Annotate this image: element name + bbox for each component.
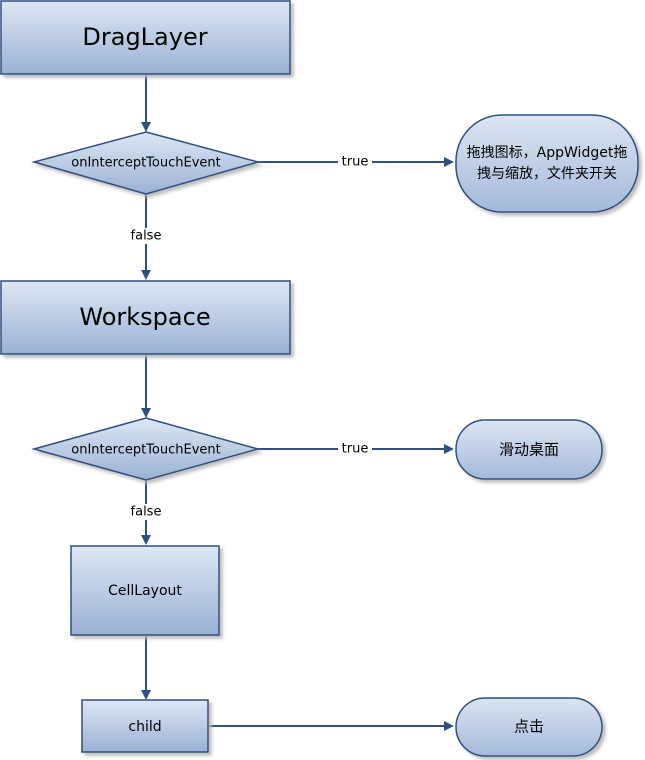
node-decision-2-label: onInterceptTouchEvent	[71, 443, 220, 458]
node-result-2: 滑动桌面	[455, 419, 603, 480]
node-result-3-label: 点击	[514, 718, 544, 736]
node-workspace: Workspace	[0, 280, 291, 355]
node-celllayout: CellLayout	[70, 545, 220, 636]
edge-label-false-2: false	[131, 505, 162, 520]
node-decision-1: onInterceptTouchEvent	[31, 131, 261, 195]
edge-label-true-2: true	[342, 442, 369, 457]
node-workspace-label: Workspace	[79, 303, 210, 331]
node-result-1-line-2: 拽与缩放，文件夹开关	[477, 166, 617, 182]
node-result-1-line-1: 拖拽图标，AppWidget拖	[467, 145, 628, 161]
node-result-2-label: 滑动桌面	[499, 441, 559, 459]
node-child: child	[81, 699, 209, 753]
node-decision-1-label: onInterceptTouchEvent	[71, 156, 220, 171]
node-result-3: 点击	[455, 697, 603, 757]
edge-label-false-1: false	[131, 229, 162, 244]
edge-label-true-1: true	[342, 155, 369, 170]
node-draglayer: DragLayer	[0, 0, 291, 75]
node-celllayout-label: CellLayout	[108, 583, 182, 599]
node-result-1: 拖拽图标，AppWidget拖 拽与缩放，文件夹开关	[455, 114, 639, 213]
node-decision-2: onInterceptTouchEvent	[31, 417, 261, 481]
node-draglayer-label: DragLayer	[82, 23, 207, 51]
node-child-label: child	[128, 719, 161, 735]
edge-labels: true false true false	[124, 154, 372, 520]
